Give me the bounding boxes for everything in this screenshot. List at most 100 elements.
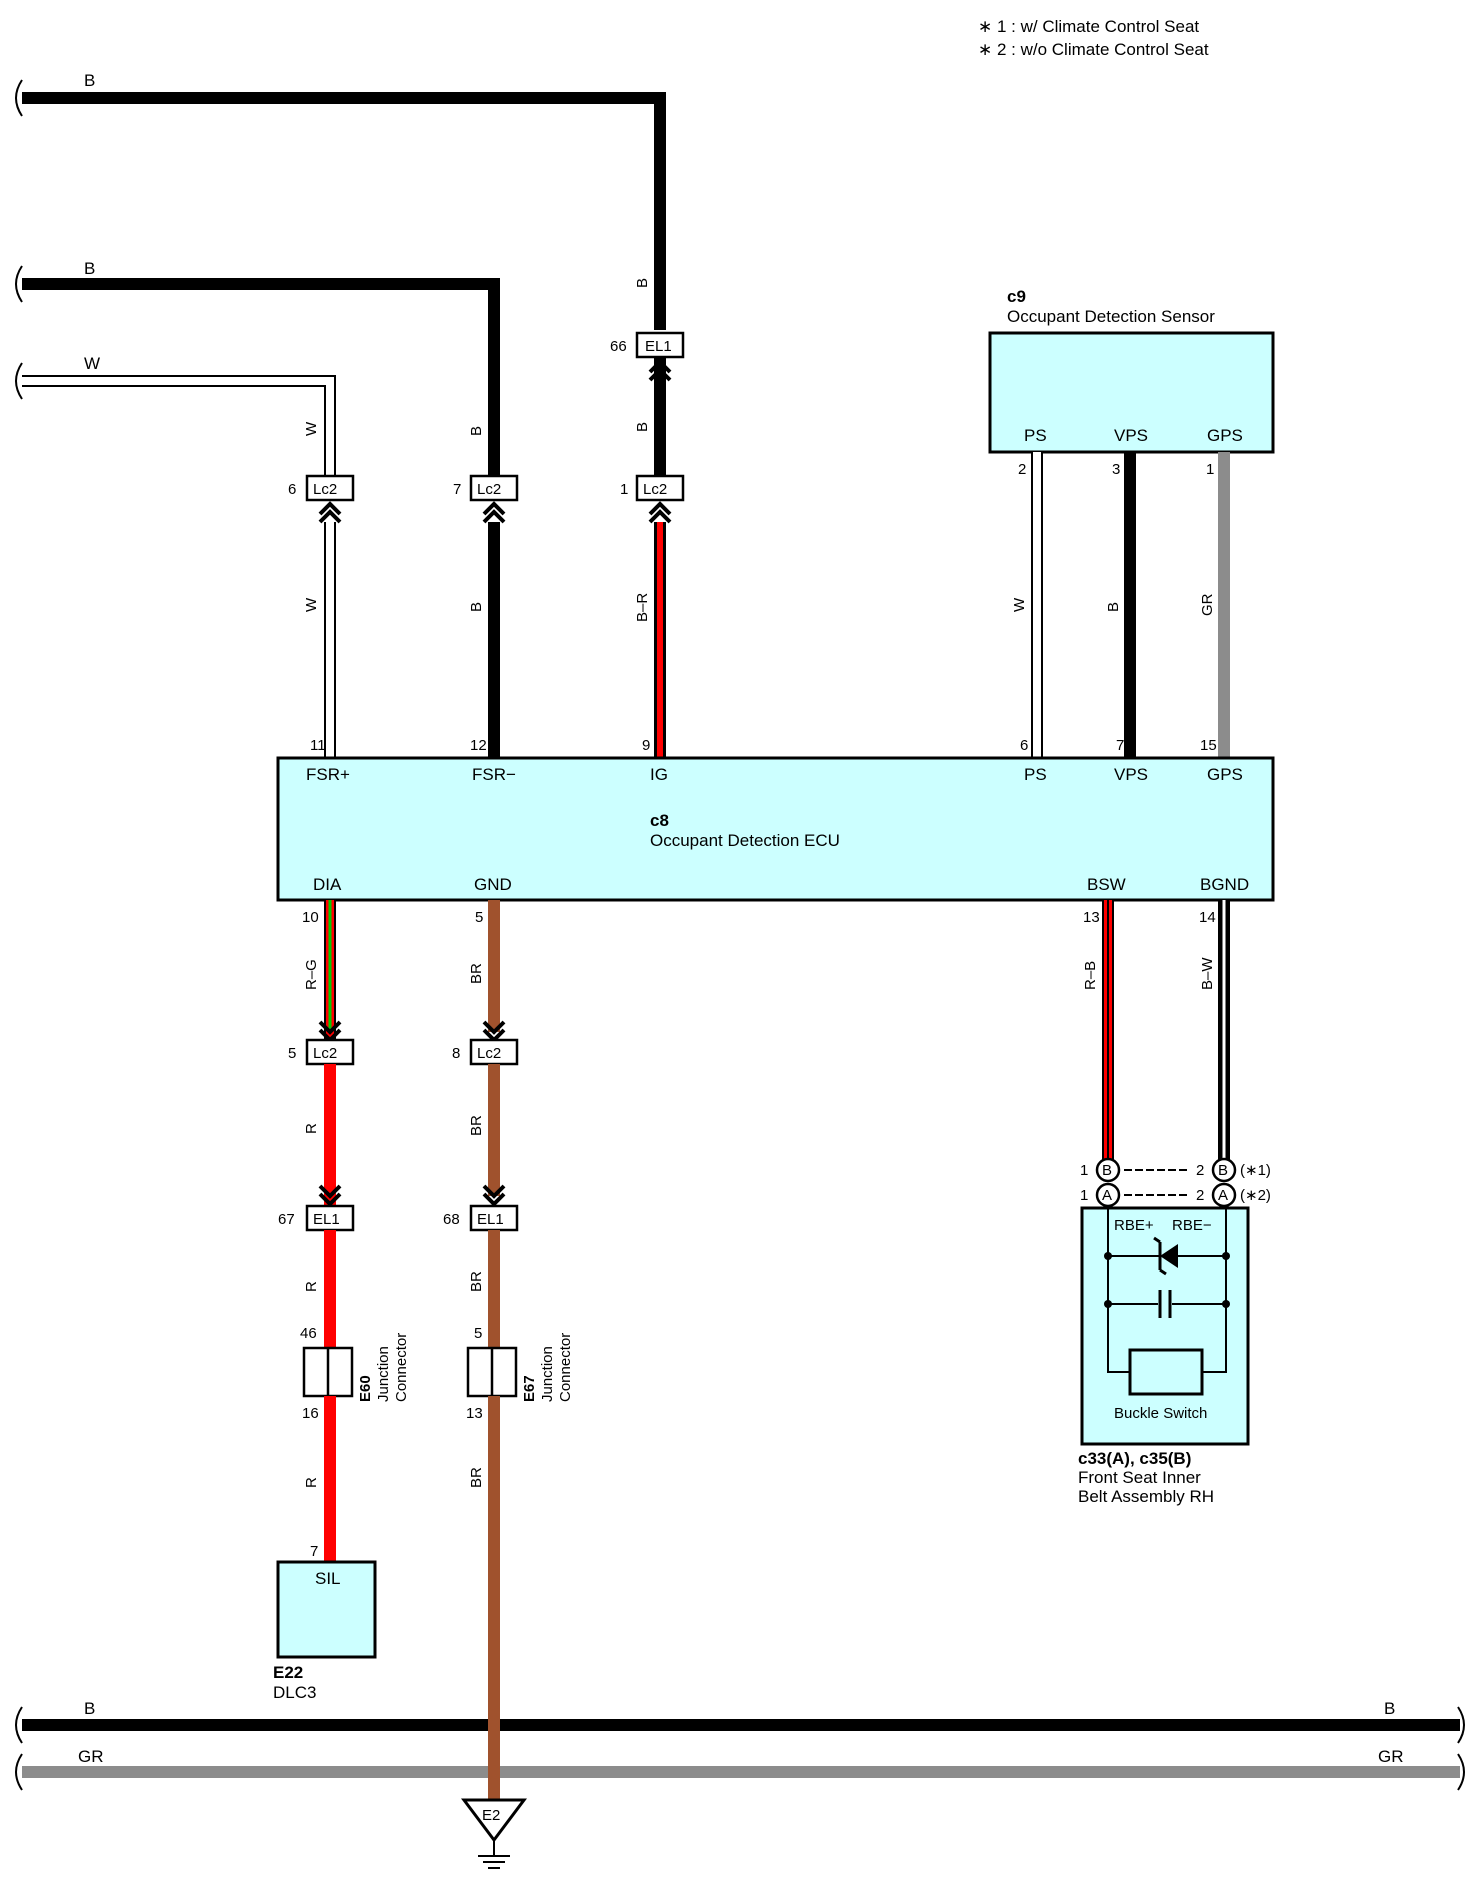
svg-text:Lc2: Lc2 (643, 481, 667, 498)
svg-text:R–B: R–B (1082, 961, 1099, 990)
svg-text:Lc2: Lc2 (313, 481, 337, 498)
svg-text:15: 15 (1200, 737, 1217, 754)
svg-text:2: 2 (1018, 461, 1026, 478)
ground-e2: E2 (461, 1798, 527, 1869)
gps-wire: GR (1199, 452, 1230, 760)
svg-text:E2: E2 (482, 1807, 500, 1824)
svg-text:BR: BR (468, 1271, 485, 1292)
svg-text:6: 6 (288, 481, 296, 498)
lc2-connector-6: Lc2 6 (288, 474, 355, 524)
svg-text:Occupant Detection Sensor: Occupant Detection Sensor (1007, 307, 1215, 326)
bgnd-wire: B–W (1199, 900, 1230, 1160)
svg-text:EL1: EL1 (477, 1211, 504, 1228)
svg-text:PS: PS (1024, 765, 1047, 784)
gnd-wire: BR Lc2 8 BR EL1 68 BR 5 13 BR (443, 900, 519, 1800)
svg-text:Front Seat Inner: Front Seat Inner (1078, 1468, 1201, 1487)
svg-text:DLC3: DLC3 (273, 1683, 316, 1702)
svg-text:B: B (1102, 1162, 1112, 1179)
top-wire-2: B (15, 259, 500, 480)
svg-text:13: 13 (1083, 909, 1100, 926)
svg-text:A: A (1102, 1187, 1112, 1204)
el1-connector-66: EL1 66 (610, 331, 685, 382)
occupant-detection-sensor: c9 Occupant Detection Sensor PS VPS GPS … (988, 287, 1275, 478)
fsrp-up-label: W (303, 421, 320, 436)
svg-text:13: 13 (466, 1405, 483, 1422)
svg-text:BSW: BSW (1087, 875, 1126, 894)
bus-b: B B (15, 1699, 1465, 1744)
svg-text:2: 2 (1196, 1187, 1204, 1204)
svg-text:1: 1 (620, 481, 628, 498)
svg-text:12: 12 (470, 737, 487, 754)
svg-text:RBE+: RBE+ (1114, 1217, 1154, 1234)
svg-text:SIL: SIL (315, 1569, 341, 1588)
ig-upper-wire: B B (634, 278, 666, 480)
top-wire-2-label: B (84, 259, 95, 278)
svg-text:2: 2 (1196, 1162, 1204, 1179)
svg-text:3: 3 (1112, 461, 1120, 478)
top-wire-1: B (15, 71, 666, 330)
svg-text:IG: IG (650, 765, 668, 784)
svg-text:GPS: GPS (1207, 765, 1243, 784)
svg-text:1: 1 (1206, 461, 1214, 478)
svg-text:68: 68 (443, 1211, 460, 1228)
svg-text:67: 67 (278, 1211, 295, 1228)
svg-text:GND: GND (474, 875, 512, 894)
svg-text:FSR+: FSR+ (306, 765, 350, 784)
svg-text:A: A (1218, 1187, 1228, 1204)
svg-text:c8: c8 (650, 811, 669, 830)
svg-text:B: B (1105, 602, 1122, 612)
svg-text:66: 66 (610, 338, 627, 355)
svg-text:7: 7 (1116, 737, 1124, 754)
svg-text:EL1: EL1 (313, 1211, 340, 1228)
fsrm-up-label: B (468, 426, 485, 436)
svg-text:8: 8 (452, 1045, 460, 1062)
occupant-detection-ecu: 11 12 9 6 7 15 FSR+ FSR− IG PS VPS GPS c… (276, 737, 1275, 926)
bsw-wire: R–B (1082, 900, 1114, 1160)
ig-up-label: B (634, 422, 651, 432)
lc2-connector-7: Lc2 7 (453, 474, 519, 524)
svg-text:VPS: VPS (1114, 426, 1148, 445)
svg-text:GPS: GPS (1207, 426, 1243, 445)
svg-text:Occupant Detection ECU: Occupant Detection ECU (650, 831, 840, 850)
svg-text:BR: BR (468, 963, 485, 984)
svg-text:9: 9 (642, 737, 650, 754)
top-wire-1-label: B (84, 71, 95, 90)
note-2: ∗ 2 : w/o Climate Control Seat (978, 40, 1209, 59)
svg-text:Lc2: Lc2 (477, 1045, 501, 1062)
dia-wire: R–G Lc2 5 R EL1 67 R 46 16 R (278, 900, 355, 1562)
svg-text:Buckle Switch: Buckle Switch (1114, 1405, 1207, 1422)
svg-text:E22: E22 (273, 1663, 303, 1682)
svg-text:VPS: VPS (1114, 765, 1148, 784)
svg-text:c9: c9 (1007, 287, 1026, 306)
svg-text:W: W (1011, 597, 1028, 612)
svg-text:BR: BR (468, 1115, 485, 1136)
svg-text:1: 1 (1080, 1187, 1088, 1204)
fsrp-dn-label: W (303, 597, 320, 612)
svg-text:(∗1): (∗1) (1240, 1162, 1271, 1179)
front-seat-inner-belt-assembly: RBE+ RBE− Buckle Switch c33(A), c35(B) F… (1078, 1206, 1250, 1506)
svg-text:DIA: DIA (313, 875, 342, 894)
svg-text:Junction: Junction (375, 1346, 392, 1402)
svg-text:6: 6 (1020, 737, 1028, 754)
svg-text:Connector: Connector (393, 1333, 410, 1402)
junction-connector-e67: E67 Junction Connector (521, 1333, 574, 1402)
svg-text:10: 10 (302, 909, 319, 926)
junction-connector-e60: E60 Junction Connector (357, 1333, 410, 1402)
ps-wire: W (1011, 452, 1043, 760)
svg-text:1: 1 (1080, 1162, 1088, 1179)
svg-text:c33(A), c35(B): c33(A), c35(B) (1078, 1449, 1191, 1468)
svg-text:E60: E60 (357, 1375, 374, 1402)
ig-el-label: B (634, 278, 651, 288)
svg-text:R–G: R–G (303, 959, 320, 990)
svg-text:14: 14 (1199, 909, 1216, 926)
svg-text:Connector: Connector (557, 1333, 574, 1402)
svg-text:PS: PS (1024, 426, 1047, 445)
dlc3: 7 SIL E22 DLC3 (273, 1543, 377, 1702)
svg-text:5: 5 (288, 1045, 296, 1062)
svg-text:B: B (84, 1699, 95, 1718)
vps-wire: B (1105, 452, 1136, 760)
svg-text:GR: GR (1199, 593, 1216, 616)
svg-text:7: 7 (453, 481, 461, 498)
svg-text:Junction: Junction (539, 1346, 556, 1402)
